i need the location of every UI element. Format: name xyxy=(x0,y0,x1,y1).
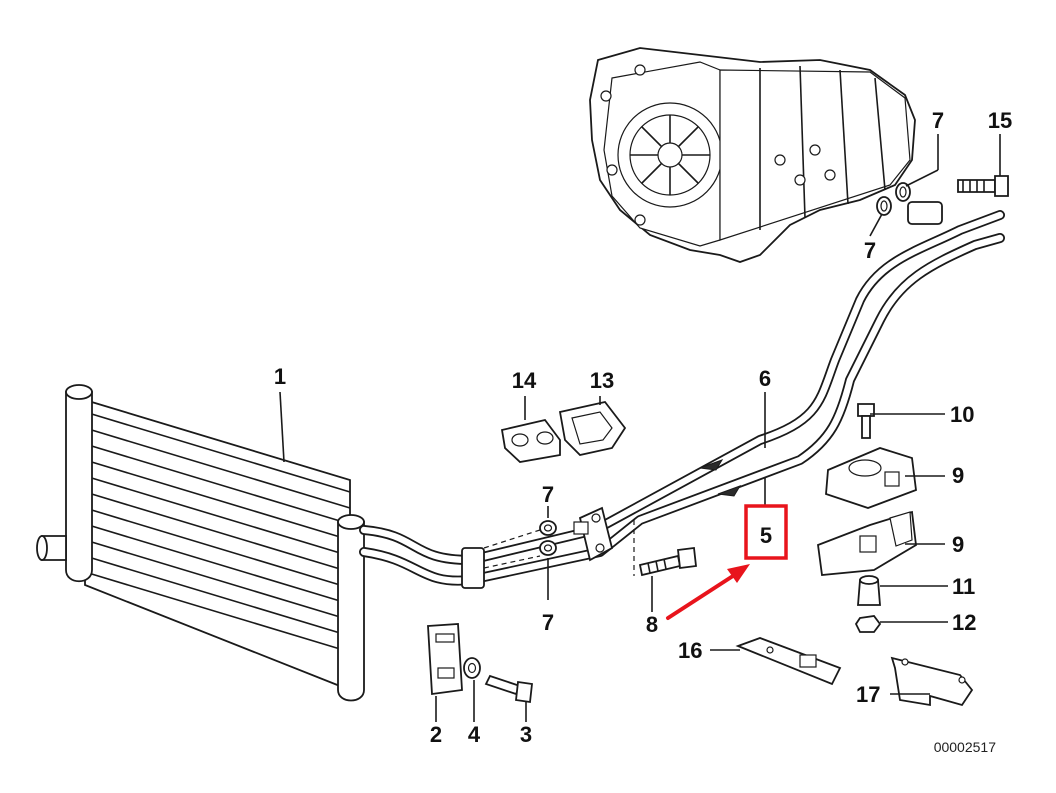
highlight-arrow-head xyxy=(727,564,750,583)
callout-7-lower-right: 7 xyxy=(864,238,876,263)
nut-12 xyxy=(854,615,882,633)
callout-3: 3 xyxy=(520,722,532,747)
highlight-annotation xyxy=(666,504,788,620)
callout-9-lower: 9 xyxy=(952,532,964,557)
plate-16 xyxy=(735,637,842,686)
bolt-10 xyxy=(857,403,875,439)
callout-7-mid-upper: 7 xyxy=(542,482,554,507)
leader-lines xyxy=(279,134,1001,722)
clamp-13 xyxy=(558,400,627,456)
bracket-2 xyxy=(427,623,463,696)
highlight-arrow-shaft xyxy=(666,572,738,620)
washer-4 xyxy=(463,657,481,679)
callout-11: 11 xyxy=(952,574,975,599)
callout-1: 1 xyxy=(274,364,286,389)
callout-15: 15 xyxy=(988,108,1012,133)
diagram-id: 00002517 xyxy=(934,739,997,755)
washers-mid xyxy=(539,520,557,556)
bracket-9-upper xyxy=(825,447,917,509)
callout-7-top-right: 7 xyxy=(932,108,944,133)
callout-10: 10 xyxy=(950,402,974,427)
callout-14: 14 xyxy=(512,368,537,393)
callout-4: 4 xyxy=(468,722,481,747)
callout-13: 13 xyxy=(590,368,614,393)
callout-2: 2 xyxy=(430,722,442,747)
bracket-9-lower xyxy=(817,510,917,576)
callout-9-upper: 9 xyxy=(952,463,964,488)
washers-top-right xyxy=(876,182,911,216)
bracket-17 xyxy=(890,656,974,707)
bolt-3 xyxy=(484,674,533,704)
callout-16: 16 xyxy=(678,638,702,663)
callout-17: 17 xyxy=(856,682,880,707)
callout-6: 6 xyxy=(759,366,771,391)
transmission xyxy=(589,47,916,263)
oil-cooler xyxy=(36,384,365,702)
callout-12: 12 xyxy=(952,610,976,635)
callout-5: 5 xyxy=(760,523,772,548)
highlight-box xyxy=(744,504,788,560)
bolt-15 xyxy=(957,175,1009,197)
bolt-8 xyxy=(638,546,697,577)
oil-lines xyxy=(359,201,1005,589)
grommet-11 xyxy=(857,575,881,606)
callout-7-mid-lower: 7 xyxy=(542,610,554,635)
callout-8: 8 xyxy=(646,612,658,637)
clip-14 xyxy=(500,418,561,463)
